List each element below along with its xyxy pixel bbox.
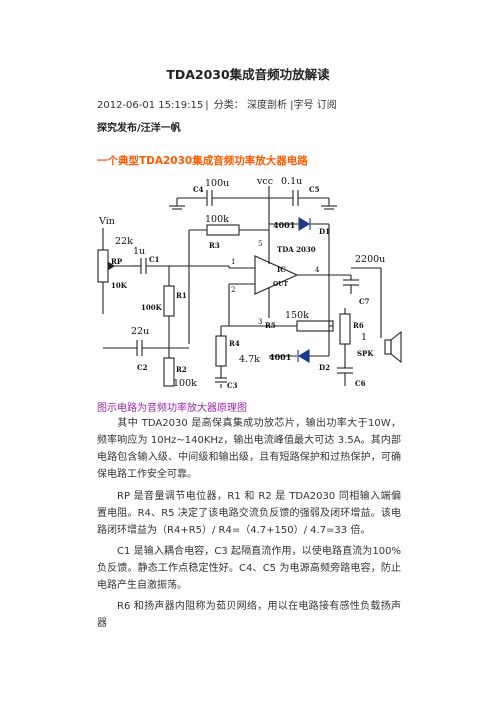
paragraph-2: RP 是音量调节电位器，R1 和 R2 是 TDA2030 同相输入端偏置电阻。… [97,488,401,539]
label-d2-part: 4001 [269,352,291,362]
label-d2: D2 [319,363,330,372]
label-c5-value: 0.1u [281,176,302,187]
label-c6: C6 [355,379,366,388]
label-rp-value2: 10K [111,281,128,290]
label-r2: R2 [176,365,187,374]
author-line: 探究发布/汪洋一帆 [97,123,181,134]
label-spk: SPK [357,349,374,358]
label-ic-part: TDA 2030 [277,245,316,254]
article-meta: 2012-06-01 15:19:15| 分类： 深度剖析 |字号 订阅 [97,96,337,111]
label-c3: C3 [227,381,238,390]
paragraph-1: 其中 TDA2030 是高保真集成功放芯片，输出功率大于10W，频率响应为 10… [97,415,401,483]
label-c1-value: 1u [133,246,145,257]
label-r4: R4 [229,339,240,348]
paragraph-2-text: RP 是音量调节电位器，R1 和 R2 是 TDA2030 同相输入端偏置电阻。… [97,491,401,536]
label-pin5: 5 [258,240,262,248]
category-link[interactable]: 深度剖析 [246,100,287,111]
label-r2-value: 100k [173,378,197,389]
label-pin4: 4 [315,266,320,274]
label-pin2: 2 [231,286,235,294]
circuit-diagram: Vin vcc 22k RP 10K 1u C1 R1 100K 22u C2 … [97,176,402,390]
label-r1-value: 100K [141,303,163,312]
figure-caption: 图示电路为音频功率放大器原理图 [97,403,247,414]
label-vin: Vin [98,216,115,227]
label-c5: C5 [309,185,320,194]
label-r6: R6 [353,321,364,330]
paragraph-4-text: R6 和扬声器内阻称为茹贝网络，用以在电路接有感性负载扬声器 [97,601,401,629]
label-r5: R5 [265,321,276,330]
label-c2-value: 22u [131,326,149,337]
meta-divider: | [205,100,209,111]
category-prefix: 分类： [213,100,244,111]
section-heading: 一个典型TDA2030集成音频功率放大器电路 [97,155,308,167]
label-c4-value: 100u [205,178,229,189]
label-pin3: 3 [258,318,262,326]
label-c4: C4 [193,185,204,194]
publish-datetime: 2012-06-01 15:19:15 [97,100,204,111]
label-c2: C2 [137,363,148,372]
label-vcc: vcc [256,176,273,187]
label-r5-value: 150k [285,310,309,321]
paragraph-4: R6 和扬声器内阻称为茹贝网络，用以在电路接有感性负载扬声器 [97,598,401,632]
label-c7-value: 2200u [355,254,385,265]
article-title: TDA2030集成音频功放解读 [166,67,330,82]
subscribe-link[interactable]: 订阅 [316,100,337,111]
font-size-toggle[interactable]: |字号 [290,100,314,111]
label-ic: IC [277,265,286,274]
label-r6-value: 1 [361,332,367,343]
label-pin1: 1 [231,258,235,266]
paragraph-1-text: 其中 TDA2030 是高保真集成功放芯片，输出功率大于10W，频率响应为 10… [97,418,401,480]
label-c1: C1 [149,255,160,264]
label-d1-part: 4001 [273,220,295,230]
label-ic-out: OUT [273,281,288,288]
label-r4-value: 4.7k [239,354,260,365]
paragraph-3: C1 是输入耦合电容，C3 起隔直流作用，以使电路直流为100%负反馈。静态工作… [97,543,401,594]
label-d1: D1 [319,227,330,236]
label-r3-value: 100k [205,214,229,225]
label-r1: R1 [176,291,187,300]
label-r3: R3 [209,241,220,250]
label-c7: C7 [359,297,370,306]
paragraph-3-text: C1 是输入耦合电容，C3 起隔直流作用，以使电路直流为100%负反馈。静态工作… [97,546,401,591]
label-rp: RP [111,257,123,266]
label-rp-value: 22k [115,236,133,247]
